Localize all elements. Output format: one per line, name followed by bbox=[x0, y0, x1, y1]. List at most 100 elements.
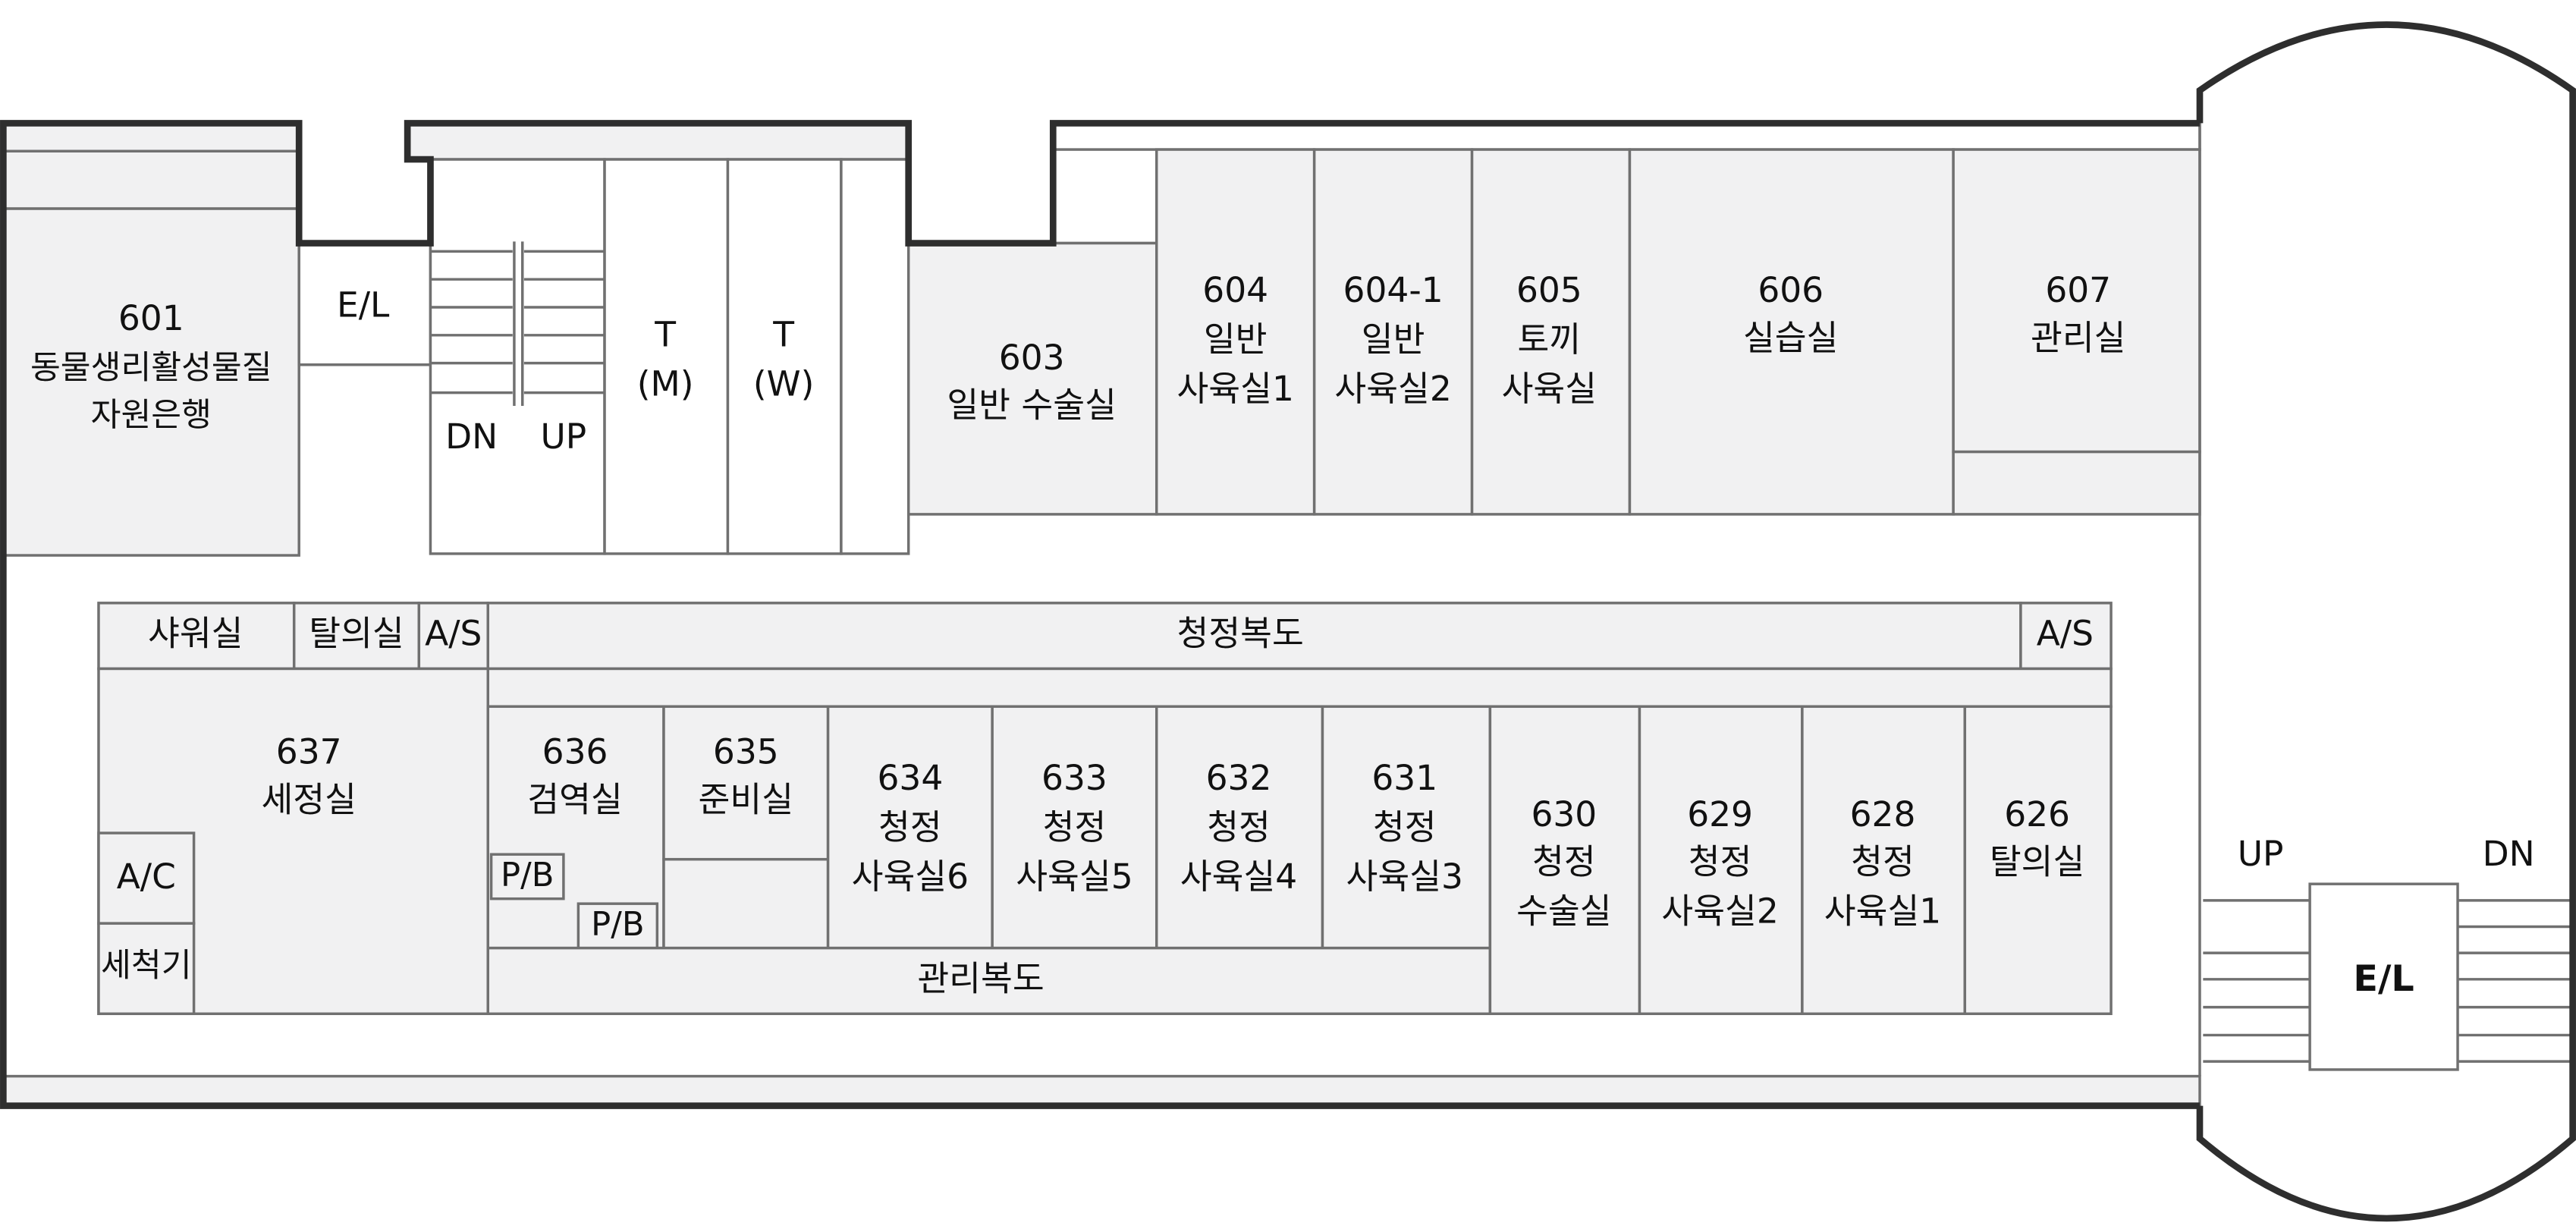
space-label: A/S bbox=[425, 614, 482, 654]
room-635-annex bbox=[662, 857, 830, 950]
room-number: 603 bbox=[999, 338, 1065, 378]
room-name: 탈의실 bbox=[1990, 842, 2085, 882]
room-name: 사육실4 bbox=[1180, 857, 1297, 897]
room-name: 동물생리활성물질 bbox=[30, 349, 272, 387]
ac-room[interactable]: A/C bbox=[97, 831, 196, 925]
room-628[interactable]: 628 청정 사육실1 bbox=[1801, 705, 1967, 1016]
stair-up-label: UP bbox=[541, 416, 587, 457]
clean-corridor[interactable]: 청정복도 bbox=[486, 602, 2022, 671]
space-label: 세척기 bbox=[101, 947, 192, 985]
air-shower-right[interactable]: A/S bbox=[2019, 602, 2113, 671]
shower-room[interactable]: 샤워실 bbox=[97, 602, 296, 671]
stair-left: DN UP bbox=[429, 158, 606, 555]
room-name: 청정 bbox=[878, 807, 942, 847]
room-name: 사육실3 bbox=[1346, 857, 1463, 897]
room-630[interactable]: 630 청정 수술실 bbox=[1488, 705, 1641, 1016]
room-number: 633 bbox=[1041, 758, 1107, 798]
room-606[interactable]: 606 실습실 bbox=[1628, 148, 1955, 516]
room-number: 629 bbox=[1687, 794, 1753, 835]
room-number: 635 bbox=[713, 732, 779, 772]
room-name: 청정 bbox=[1689, 842, 1752, 882]
space-label: P/B bbox=[501, 857, 554, 894]
stair-up-label: UP bbox=[2238, 834, 2284, 874]
room-name: 관리실 bbox=[2031, 318, 2126, 358]
stair-treads-icon bbox=[2203, 899, 2573, 1063]
strip-601-mid bbox=[2, 149, 300, 210]
shaft bbox=[840, 158, 910, 555]
toilet-women[interactable]: T (W) bbox=[726, 158, 843, 555]
elevator-right[interactable]: E/L bbox=[2308, 882, 2459, 1071]
strip-601-top bbox=[2, 121, 300, 152]
room-number: 607 bbox=[2045, 270, 2111, 310]
room-name: 일반 수술실 bbox=[947, 385, 1117, 426]
toilet-label: T bbox=[772, 314, 794, 354]
room-631[interactable]: 631 청정 사육실3 bbox=[1321, 705, 1492, 950]
room-number: 606 bbox=[1758, 270, 1824, 310]
stair-down-label: DN bbox=[445, 416, 498, 457]
changing-room[interactable]: 탈의실 bbox=[292, 602, 421, 671]
room-name: 사육실 bbox=[1502, 369, 1597, 409]
toilet-men[interactable]: T (M) bbox=[603, 158, 730, 555]
stair-treads-icon bbox=[430, 241, 605, 406]
room-601[interactable]: 601 동물생리활성물질 자원은행 bbox=[2, 207, 300, 557]
room-name: 토끼 bbox=[1518, 319, 1582, 360]
room-name: 청정 bbox=[1851, 842, 1915, 882]
room-name: 청정 bbox=[1207, 807, 1271, 847]
elevator-label: E/L bbox=[2353, 958, 2414, 1000]
room-name: 검역실 bbox=[527, 779, 623, 819]
room-604[interactable]: 604 일반 사육실1 bbox=[1155, 148, 1316, 516]
room-number: 630 bbox=[1531, 794, 1597, 835]
space-label: P/B bbox=[591, 906, 644, 944]
room-number: 628 bbox=[1850, 794, 1916, 835]
room-number: 637 bbox=[276, 732, 342, 772]
room-name: 세정실 bbox=[261, 779, 357, 819]
room-name: 사육실2 bbox=[1661, 891, 1778, 932]
room-number: 634 bbox=[877, 758, 943, 798]
room-603[interactable]: 603 일반 수술실 bbox=[906, 241, 1158, 516]
management-corridor[interactable]: 관리복도 bbox=[486, 946, 1492, 1016]
room-607[interactable]: 607 관리실 bbox=[1952, 148, 2201, 516]
room-number: 632 bbox=[1206, 758, 1272, 798]
room-name: 사육실1 bbox=[1824, 891, 1941, 932]
space-label: A/S bbox=[2037, 614, 2094, 654]
strip-core-top bbox=[406, 121, 910, 161]
room-634[interactable]: 634 청정 사육실6 bbox=[826, 705, 994, 950]
space-label: 청정복도 bbox=[1177, 614, 1304, 654]
room-629[interactable]: 629 청정 사육실2 bbox=[1638, 705, 1804, 1016]
air-shower-left[interactable]: A/S bbox=[417, 602, 490, 671]
room-name: 실습실 bbox=[1743, 318, 1838, 358]
room-name: 사육실1 bbox=[1176, 369, 1293, 409]
room-name: 수술실 bbox=[1516, 891, 1612, 932]
strip-north bbox=[1051, 121, 2201, 151]
room-632[interactable]: 632 청정 사육실4 bbox=[1155, 705, 1324, 950]
elevator-label: E/L bbox=[337, 285, 390, 325]
elevator-left[interactable]: E/L bbox=[297, 241, 432, 366]
room-626[interactable]: 626 탈의실 bbox=[1963, 705, 2113, 1016]
strip-south bbox=[2, 1074, 2201, 1108]
room-605[interactable]: 605 토끼 사육실 bbox=[1470, 148, 1632, 516]
room-number: 601 bbox=[118, 298, 184, 338]
washer-room[interactable]: 세척기 bbox=[97, 922, 196, 1016]
pass-box-1[interactable]: P/B bbox=[489, 853, 565, 901]
room-number: 636 bbox=[542, 732, 608, 772]
room-name: 일반 bbox=[1204, 319, 1268, 360]
stair-down-label: DN bbox=[2483, 834, 2535, 874]
room-number: 631 bbox=[1371, 758, 1437, 798]
toilet-label: (W) bbox=[753, 363, 814, 404]
exterior-wall bbox=[0, 120, 2201, 1109]
room-name: 청정 bbox=[1532, 842, 1596, 882]
room-604-1[interactable]: 604-1 일반 사육실2 bbox=[1312, 148, 1474, 516]
room-name: 사육실6 bbox=[852, 857, 969, 897]
room-name: 청정 bbox=[1043, 807, 1107, 847]
corridor-strip bbox=[486, 667, 2113, 709]
toilet-label: (M) bbox=[637, 363, 694, 404]
pass-box-2[interactable]: P/B bbox=[576, 902, 659, 950]
room-number: 604-1 bbox=[1343, 270, 1444, 310]
room-635[interactable]: 635 준비실 bbox=[662, 705, 830, 861]
room-633[interactable]: 633 청정 사육실5 bbox=[991, 705, 1158, 950]
room-number: 604 bbox=[1202, 270, 1268, 310]
space-label: A/C bbox=[117, 857, 176, 897]
room-name: 사육실5 bbox=[1016, 857, 1132, 897]
space-label: 샤워실 bbox=[148, 614, 243, 654]
room-name: 청정 bbox=[1373, 807, 1437, 847]
